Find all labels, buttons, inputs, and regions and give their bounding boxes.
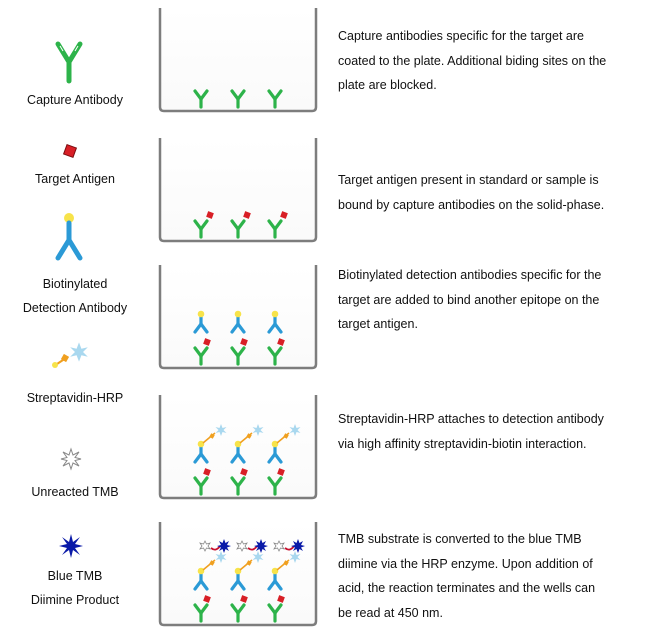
legend-blue-tmb: Blue TMB — [47, 569, 103, 583]
step-1-line: coated to the plate. Additional biding s… — [338, 53, 607, 68]
legend-unreacted-tmb: Unreacted TMB — [31, 485, 119, 499]
legend-biotinylated: Biotinylated — [42, 277, 108, 291]
legend-detection-antibody: Detection Antibody — [22, 301, 128, 315]
step-5-line: be read at 450 nm. — [338, 605, 443, 620]
legend-capture-antibody: Capture Antibody — [27, 93, 123, 107]
step-5-line: diimine via the HRP enzyme. Upon additio… — [338, 556, 593, 571]
step-5-description: TMB substrate is converted to the blue T… — [338, 527, 624, 625]
step-1-line: plate are blocked. — [338, 78, 437, 92]
well-step-3 — [158, 265, 318, 370]
step-3-line: Biotinylated detection antibodies specif… — [338, 268, 602, 282]
step-1-description: Capture antibodies specific for the targ… — [338, 24, 624, 98]
blue-tmb-icon — [59, 534, 83, 558]
unreacted-tmb-icon — [60, 447, 82, 471]
legend-streptavidin-hrp: Streptavidin-HRP — [26, 391, 124, 405]
legend-diimine-product: Diimine Product — [30, 593, 120, 607]
step-3-description: Biotinylated detection antibodies specif… — [338, 263, 624, 337]
capture-antibody-icon — [54, 40, 84, 84]
well-step-4 — [158, 395, 318, 500]
step-2-line: Target antigen present in standard or sa… — [338, 173, 599, 187]
streptavidin-hrp-icon — [48, 340, 92, 372]
step-4-line: via high affinity streptavidin-biotin in… — [338, 436, 587, 451]
step-4-line: Streptavidin-HRP attaches to detection a… — [338, 412, 604, 426]
step-2-description: Target antigen present in standard or sa… — [338, 168, 624, 217]
well-step-5 — [158, 522, 318, 627]
step-2-line: bound by capture antibodies on the solid… — [338, 197, 605, 212]
step-1-line: Capture antibodies specific for the targ… — [338, 29, 584, 43]
detection-antibody-icon — [54, 212, 84, 262]
target-antigen-icon — [62, 143, 78, 159]
well-step-1 — [158, 8, 318, 113]
step-3-line: target antigen. — [338, 317, 418, 331]
step-4-description: Streptavidin-HRP attaches to detection a… — [338, 407, 624, 456]
step-5-line: TMB substrate is converted to the blue T… — [338, 532, 582, 546]
step-3-line: target are added to bind another epitope… — [338, 292, 600, 307]
well-step-2 — [158, 138, 318, 243]
step-5-line: acid, the reaction terminates and the we… — [338, 581, 596, 595]
legend-target-antigen: Target Antigen — [35, 172, 115, 186]
